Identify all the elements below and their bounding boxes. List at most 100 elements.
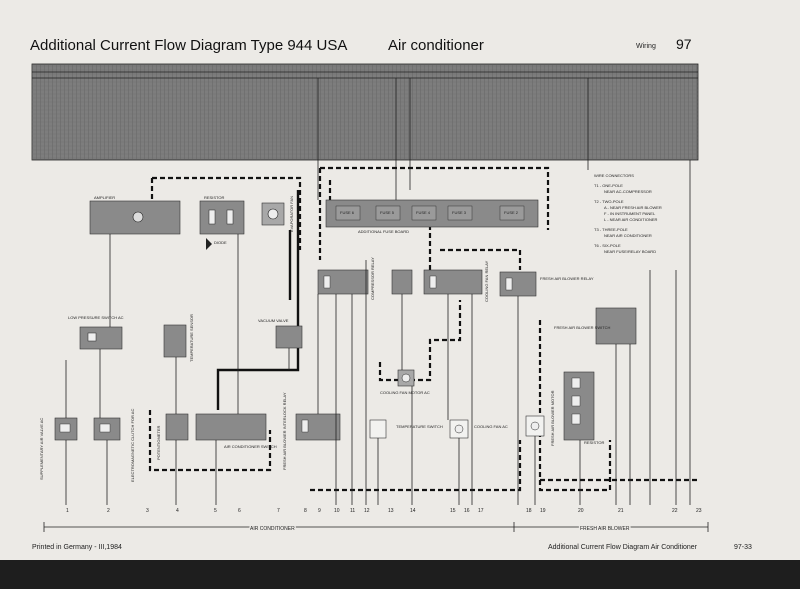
relay-small: [391, 269, 413, 295]
svg-text:2: 2: [107, 508, 110, 514]
legend-heading: WIRE CONNECTORS: [594, 173, 634, 178]
compressor-relay: COMPRESSOR RELAY: [317, 257, 375, 300]
evaporator-fan: EVAPORATOR FAN: [261, 196, 294, 232]
svg-text:12: 12: [364, 508, 370, 514]
resistor-top-label: RESISTOR: [204, 195, 224, 200]
main-harness-band: [31, 63, 699, 161]
svg-text:FUSE 4: FUSE 4: [416, 210, 431, 215]
amplifier-symbol-icon: [132, 211, 144, 223]
wire-connector-legend: WIRE CONNECTORS T1 - ONE-POLE NEAR AC-CO…: [594, 173, 662, 254]
section-fresh-air-blower: FRESH AIR BLOWER: [580, 526, 630, 532]
svg-text:NEAR AC-COMPRESSOR: NEAR AC-COMPRESSOR: [604, 189, 652, 194]
svg-text:LOW PRESSURE SWITCH AC: LOW PRESSURE SWITCH AC: [68, 315, 124, 320]
svg-text:18: 18: [526, 508, 532, 514]
vacuum-valve: VACUUM VALVE: [258, 318, 303, 349]
diode-icon: [206, 238, 212, 250]
fuse-4: FUSE 4: [411, 205, 437, 221]
diagram-subtitle: Air conditioner: [388, 37, 484, 54]
thin-wiring: [65, 160, 691, 505]
svg-text:7: 7: [277, 508, 280, 514]
svg-text:23: 23: [696, 508, 702, 514]
svg-text:T1 - ONE-POLE: T1 - ONE-POLE: [594, 183, 623, 188]
resistor-right: RESISTOR: [563, 371, 604, 445]
fuse-6: FUSE 6: [335, 205, 361, 221]
temperature-sensor: TEMPERATURE SENSOR: [163, 314, 194, 362]
svg-text:FUSE 2: FUSE 2: [504, 210, 519, 215]
section-label: Wiring: [636, 43, 656, 50]
svg-text:SUPPLEMENTARY AIR VALVE AC: SUPPLEMENTARY AIR VALVE AC: [39, 418, 44, 480]
svg-text:COOLING FAN RELAY: COOLING FAN RELAY: [484, 260, 489, 302]
fuse-board-label: ADDITIONAL FUSE BOARD: [358, 229, 409, 234]
svg-text:4: 4: [176, 508, 179, 514]
potentiometer: POTENTIOMETER: [156, 413, 189, 460]
fuse-3: FUSE 3: [447, 205, 473, 221]
svg-text:COOLING FAN AC: COOLING FAN AC: [474, 424, 508, 429]
svg-text:11: 11: [350, 508, 355, 514]
svg-text:9: 9: [318, 508, 321, 514]
svg-text:10: 10: [334, 508, 340, 514]
footer-caption: Additional Current Flow Diagram Air Cond…: [548, 544, 698, 551]
dashed-bus-lines: [148, 166, 700, 492]
svg-text:1: 1: [66, 508, 69, 514]
svg-text:15: 15: [450, 508, 456, 514]
svg-text:T2 - TWO-POLE: T2 - TWO-POLE: [594, 199, 624, 204]
feed-lines: [317, 78, 589, 200]
svg-text:AIR CONDITIONER SWITCH: AIR CONDITIONER SWITCH: [224, 444, 277, 449]
svg-text:22: 22: [672, 508, 678, 514]
fan-motor-icon: [267, 208, 279, 220]
svg-text:VACUUM VALVE: VACUUM VALVE: [258, 318, 289, 323]
svg-text:COOLING FAN MOTOR AC: COOLING FAN MOTOR AC: [380, 390, 430, 395]
evaporator-fan-label: EVAPORATOR FAN: [289, 196, 294, 232]
svg-text:FRESH AIR BLOWER RELAY: FRESH AIR BLOWER RELAY: [540, 276, 594, 281]
svg-text:TEMPERATURE SWITCH: TEMPERATURE SWITCH: [396, 424, 443, 429]
svg-text:3: 3: [146, 508, 149, 514]
svg-text:19: 19: [540, 508, 546, 514]
fresh-air-blower-interlock-relay: FRESH AIR BLOWER INTERLOCK RELAY: [282, 392, 341, 470]
page-number: 97: [676, 36, 692, 52]
svg-text:6: 6: [238, 508, 241, 514]
fuse-2: FUSE 2: [499, 205, 525, 221]
additional-fuse-board: ADDITIONAL FUSE BOARD FUSE 6 FUSE 5 FUSE…: [325, 199, 539, 234]
svg-text:17: 17: [478, 508, 484, 514]
svg-text:T6 - SIX-POLE: T6 - SIX-POLE: [594, 243, 621, 248]
svg-text:FRESH AIR BLOWER MOTOR: FRESH AIR BLOWER MOTOR: [550, 390, 555, 446]
svg-text:ELECTROMAGNETIC CLUTCH FOR AC: ELECTROMAGNETIC CLUTCH FOR AC: [130, 409, 135, 482]
section-air-conditioner: AIR CONDITIONER: [250, 526, 295, 532]
resistor-top: RESISTOR: [199, 195, 245, 235]
svg-text:POTENTIOMETER: POTENTIOMETER: [156, 425, 161, 460]
svg-text:RESISTOR: RESISTOR: [584, 440, 604, 445]
svg-text:13: 13: [388, 508, 394, 514]
low-pressure-switch: LOW PRESSURE SWITCH AC: [68, 315, 124, 350]
svg-text:NEAR AIR CONDITIONER: NEAR AIR CONDITIONER: [604, 233, 652, 238]
svg-text:20: 20: [578, 508, 584, 514]
cooling-fan-relay: COOLING FAN RELAY: [423, 260, 489, 302]
cooling-fan-motor-icon: [401, 373, 411, 383]
blower-motor-icon: [530, 421, 540, 431]
svg-text:FUSE 5: FUSE 5: [380, 210, 395, 215]
svg-text:FRESH AIR BLOWER INTERLOCK REL: FRESH AIR BLOWER INTERLOCK RELAY: [282, 392, 287, 470]
svg-text:14: 14: [410, 508, 416, 514]
svg-text:L - NEAR AIR CONDITIONER: L - NEAR AIR CONDITIONER: [604, 217, 658, 222]
svg-text:T3 - THREE-POLE: T3 - THREE-POLE: [594, 227, 628, 232]
fuse-5: FUSE 5: [375, 205, 401, 221]
diode-label: DIODE: [214, 240, 227, 245]
svg-text:A - NEAR FRESH AIR BLOWER: A - NEAR FRESH AIR BLOWER: [604, 205, 662, 210]
amplifier: AMPLIFIER: [89, 195, 181, 235]
cooling-fan-motor: COOLING FAN MOTOR AC: [380, 369, 430, 395]
column-numbers: 1 2 3 4 5 6 7 8 9 10 11 12 13 14 15 16 1…: [66, 508, 702, 514]
amplifier-label: AMPLIFIER: [94, 195, 115, 200]
svg-text:21: 21: [618, 508, 624, 514]
air-conditioner-switch: AIR CONDITIONER SWITCH: [195, 413, 277, 449]
svg-text:F - IN INSTRUMENT PANEL: F - IN INSTRUMENT PANEL: [604, 211, 656, 216]
svg-text:COMPRESSOR RELAY: COMPRESSOR RELAY: [370, 257, 375, 300]
fresh-air-blower-motor: FRESH AIR BLOWER MOTOR: [525, 390, 555, 446]
fresh-air-blower-relay: FRESH AIR BLOWER RELAY: [499, 271, 594, 297]
svg-text:8: 8: [304, 508, 307, 514]
svg-text:FRESH AIR BLOWER SWITCH: FRESH AIR BLOWER SWITCH: [554, 325, 611, 330]
bottom-shadow: [0, 560, 800, 589]
electromagnetic-clutch: ELECTROMAGNETIC CLUTCH FOR AC: [93, 409, 135, 482]
svg-text:TEMPERATURE SENSOR: TEMPERATURE SENSOR: [189, 314, 194, 362]
svg-text:FUSE 3: FUSE 3: [452, 210, 467, 215]
section-bar: AIR CONDITIONER FRESH AIR BLOWER: [43, 522, 709, 534]
